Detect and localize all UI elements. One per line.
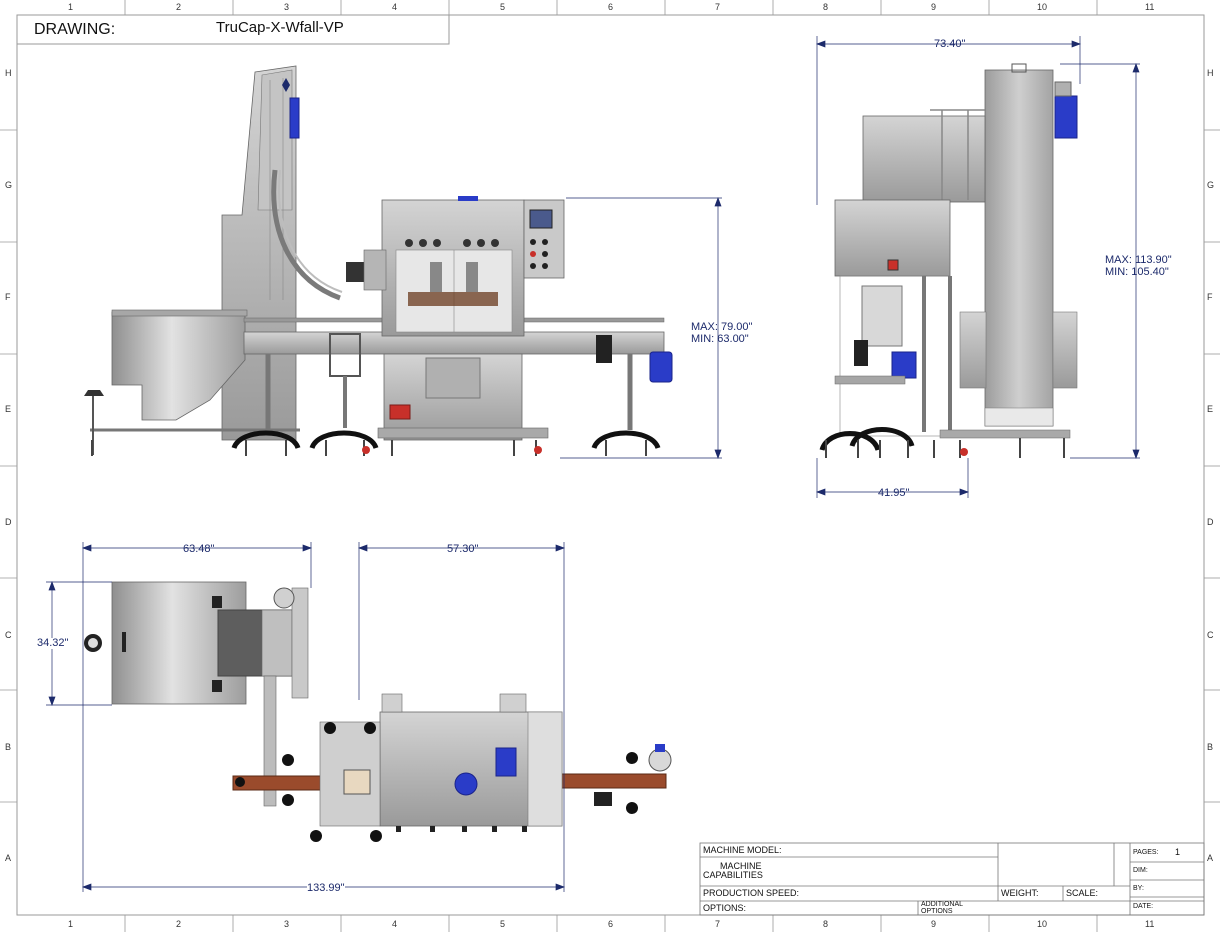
drawing-name: TruCap-X-Wfall-VP <box>216 19 344 36</box>
row-label-g-right: G <box>1207 180 1215 190</box>
machine-capabilities-label-1: MACHINE <box>720 861 762 871</box>
date-label: DATE: <box>1133 903 1154 910</box>
front-height-max-label: MAX: 79.00" <box>691 321 753 333</box>
row-label-e: E <box>5 404 12 414</box>
scale-label: SCALE: <box>1066 888 1099 898</box>
side-width-label: 73.40" <box>934 38 966 50</box>
column-label-8-bottom: 8 <box>823 919 829 929</box>
top-hopper-width-label: 63.48" <box>183 543 215 555</box>
column-label-4-bottom: 4 <box>392 919 398 929</box>
front-view <box>84 65 673 456</box>
side-dimensions <box>816 36 1140 498</box>
side-height-max-label: MAX: 113.90" <box>1105 254 1172 266</box>
row-label-f-right: F <box>1207 292 1213 302</box>
weight-label: WEIGHT: <box>1001 888 1039 898</box>
side-depth-label: 41.95" <box>878 487 910 499</box>
top-machine-width-label: 57.30" <box>447 543 479 555</box>
row-label-e-right: E <box>1207 404 1214 414</box>
row-label-b-right: B <box>1207 742 1214 752</box>
column-label-9-bottom: 9 <box>931 919 937 929</box>
row-label-a-right: A <box>1207 853 1214 863</box>
drawing-title-box <box>16 14 450 45</box>
column-label-6: 6 <box>608 2 614 12</box>
top-total-length-label: 133.99" <box>307 882 345 894</box>
title-block-frame <box>699 842 1205 916</box>
column-label-8: 8 <box>823 2 829 12</box>
row-label-d: D <box>5 517 12 527</box>
machine-model-label: MACHINE MODEL: <box>703 845 782 855</box>
additional-options-label-2: OPTIONS <box>921 908 953 915</box>
sheet-border <box>16 14 1205 916</box>
drawing-label: DRAWING: <box>34 21 116 38</box>
row-label-g: G <box>5 180 13 190</box>
side-height-min-label: MIN: 105.40" <box>1105 266 1169 278</box>
production-speed-label: PRODUCTION SPEED: <box>703 888 800 898</box>
column-label-4: 4 <box>392 2 398 12</box>
top-dimensions <box>46 542 565 892</box>
row-label-f: F <box>5 292 11 302</box>
column-label-1-bottom: 1 <box>68 919 74 929</box>
row-label-h-right: H <box>1207 68 1214 78</box>
front-height-dimension <box>560 197 722 459</box>
row-label-c: C <box>5 630 12 640</box>
pages-value: 1 <box>1175 847 1181 857</box>
machine-capabilities-label-2: CAPABILITIES <box>703 870 763 880</box>
by-label: BY: <box>1133 885 1144 892</box>
front-height-min-label: MIN: 63.00" <box>691 333 749 345</box>
column-label-7: 7 <box>715 2 721 12</box>
column-label-7-bottom: 7 <box>715 919 721 929</box>
column-label-5-bottom: 5 <box>500 919 506 929</box>
column-label-1: 1 <box>68 2 74 12</box>
dim-label: DIM: <box>1133 867 1148 874</box>
column-label-3-bottom: 3 <box>284 919 290 929</box>
column-label-3: 3 <box>284 2 290 12</box>
additional-options-label-1: ADDITIONAL <box>921 901 964 908</box>
row-label-a: A <box>5 853 12 863</box>
top-view <box>84 581 672 842</box>
top-hopper-depth-label: 34.32" <box>37 637 69 649</box>
row-label-h: H <box>5 68 12 78</box>
column-label-9: 9 <box>931 2 937 12</box>
column-label-5: 5 <box>500 2 506 12</box>
column-label-2: 2 <box>176 2 182 12</box>
pages-label: PAGES: <box>1133 849 1159 856</box>
column-label-10: 10 <box>1037 2 1048 12</box>
column-label-11: 11 <box>1145 2 1155 12</box>
row-label-c-right: C <box>1207 630 1214 640</box>
column-label-2-bottom: 2 <box>176 919 182 929</box>
side-view <box>819 63 1078 458</box>
row-label-d-right: D <box>1207 517 1214 527</box>
options-label: OPTIONS: <box>703 903 747 913</box>
column-label-6-bottom: 6 <box>608 919 614 929</box>
column-label-11-bottom: 11 <box>1145 919 1155 929</box>
column-label-10-bottom: 10 <box>1037 919 1048 929</box>
row-label-b: B <box>5 742 12 752</box>
